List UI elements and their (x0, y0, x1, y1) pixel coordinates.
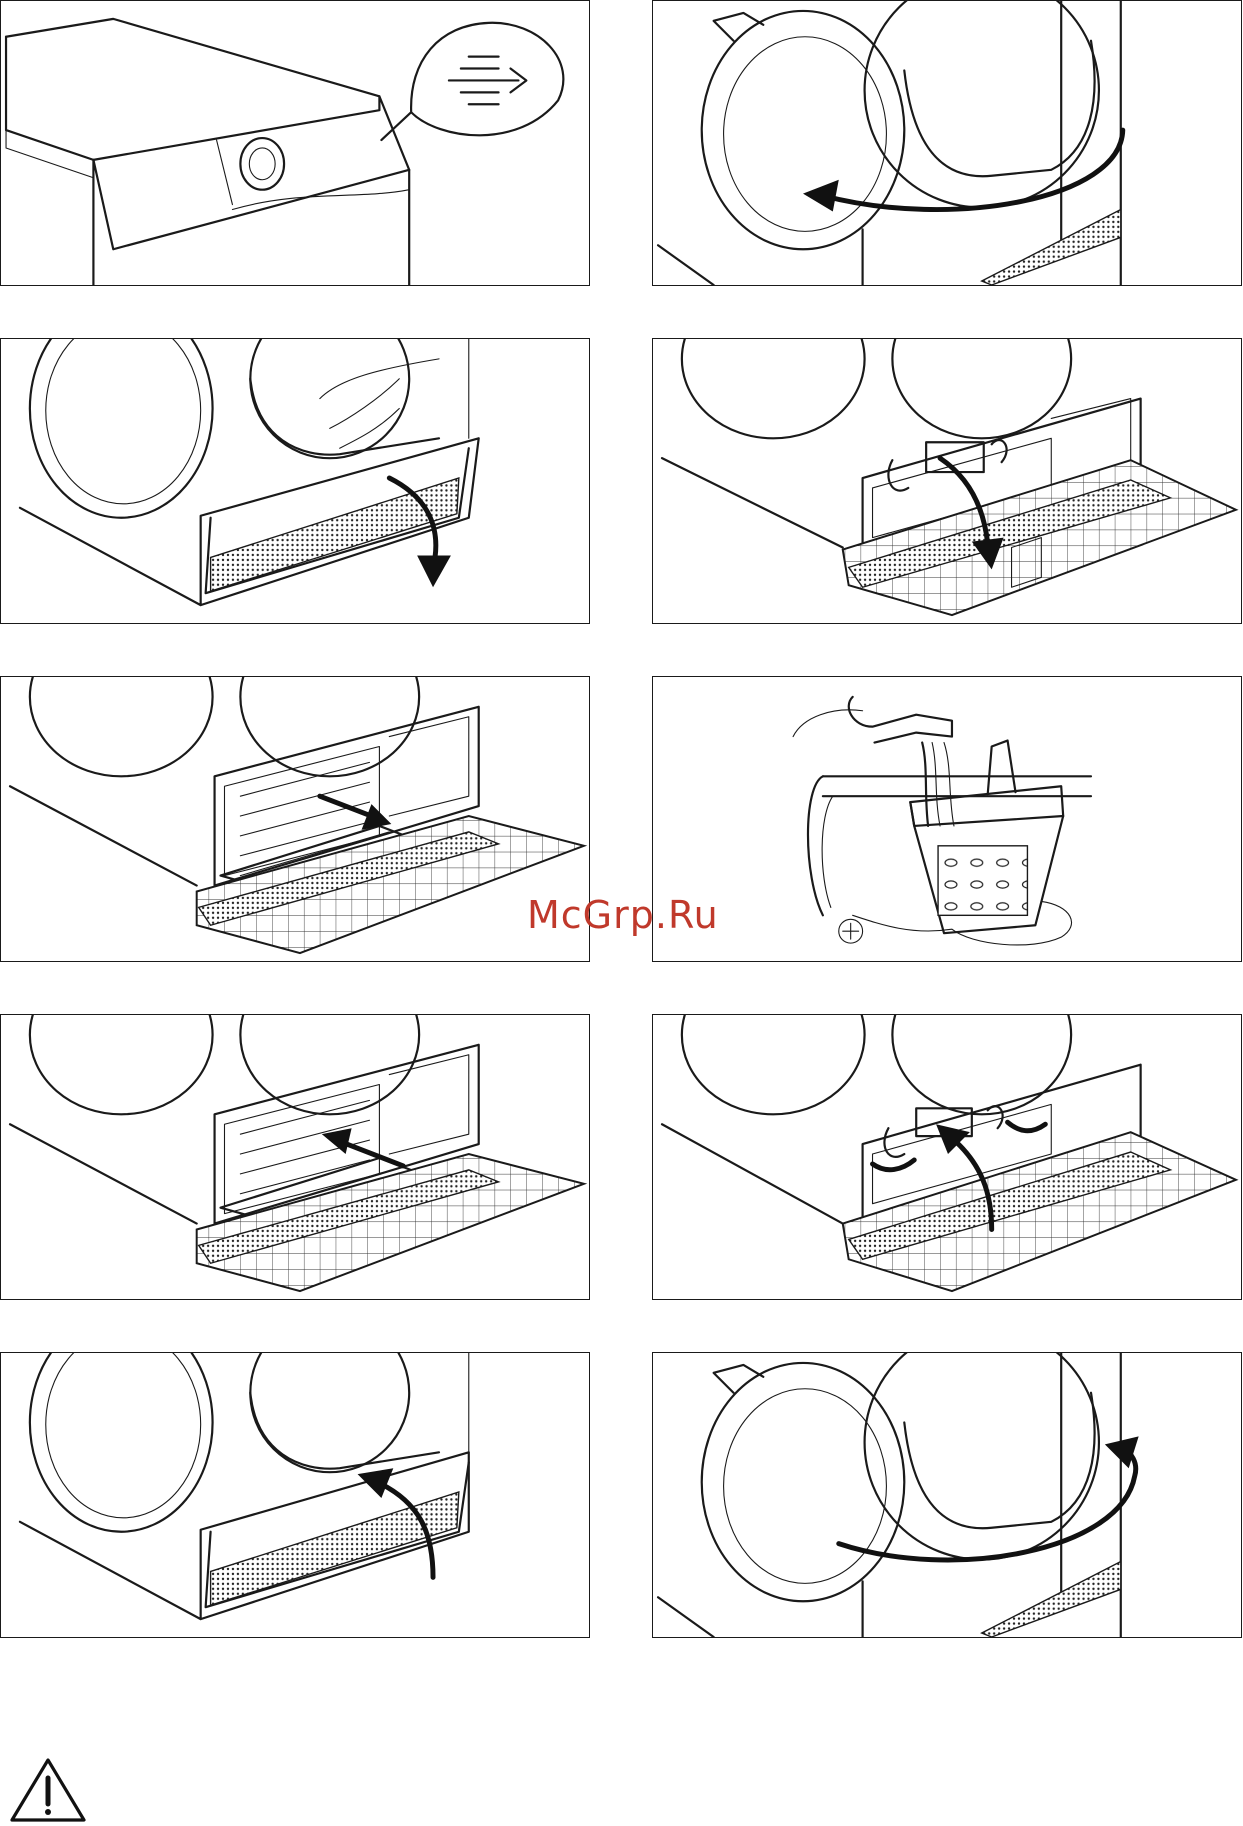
insert-filter-illustration (1, 1015, 589, 1299)
step-3-open-plinth-cover (0, 338, 590, 624)
plinth-close-illustration (1, 1353, 589, 1637)
lock-latches-illustration (653, 1015, 1241, 1299)
latches-illustration (653, 339, 1241, 623)
menu-arrow-icon (449, 57, 526, 105)
dryer-top-illustration (1, 1, 589, 285)
warning-triangle-icon (8, 1756, 88, 1824)
step-9-close-plinth-cover (0, 1352, 590, 1638)
rinse-filter-illustration (653, 677, 1241, 961)
step-10-close-door (652, 1352, 1242, 1638)
step-1-menu-instruction (0, 0, 590, 286)
close-door-illustration (653, 1353, 1241, 1637)
step-7-insert-filter (0, 1014, 590, 1300)
open-door-illustration (653, 1, 1241, 285)
step-6-rinse-filter (652, 676, 1242, 962)
step-8-lock-latches (652, 1014, 1242, 1300)
step-4-release-latches (652, 338, 1242, 624)
remove-filter-illustration (1, 677, 589, 961)
watermark-text: McGrp.Ru (527, 893, 719, 937)
plinth-open-illustration (1, 339, 589, 623)
step-5-remove-filter (0, 676, 590, 962)
step-2-open-door (652, 0, 1242, 286)
